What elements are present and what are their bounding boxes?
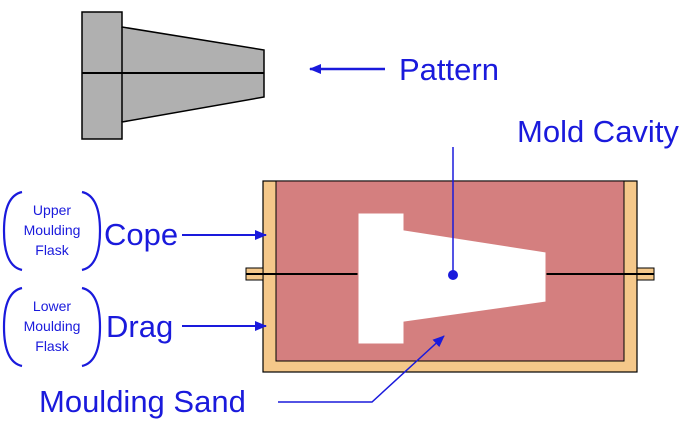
lower-flask-line-3: Flask bbox=[35, 338, 69, 354]
drag-label: Drag bbox=[106, 309, 174, 344]
cope-label: Cope bbox=[104, 217, 179, 252]
mold-cavity-dot bbox=[448, 270, 458, 280]
upper-flask-right-brace bbox=[81, 190, 102, 272]
lower-flask-line-1: Lower bbox=[32, 298, 72, 314]
pattern-label: Pattern bbox=[399, 52, 499, 87]
lower-flask-left-brace bbox=[2, 286, 23, 368]
mold-cavity-label: Mold Cavity bbox=[517, 114, 679, 149]
lower-flask-note: Lower Moulding Flask bbox=[10, 296, 94, 356]
moulding-sand-label: Moulding Sand bbox=[39, 384, 246, 419]
pattern-shape bbox=[81, 11, 265, 140]
upper-flask-line-1: Upper bbox=[32, 202, 72, 218]
upper-flask-left-brace bbox=[2, 190, 23, 272]
upper-flask-note: Upper Moulding Flask bbox=[10, 200, 94, 260]
moulding-sand-leader bbox=[278, 335, 445, 403]
lower-flask-right-brace bbox=[81, 286, 102, 368]
lower-flask-line-2: Moulding bbox=[23, 318, 81, 334]
upper-flask-line-3: Flask bbox=[35, 242, 69, 258]
upper-flask-line-2: Moulding bbox=[23, 222, 81, 238]
